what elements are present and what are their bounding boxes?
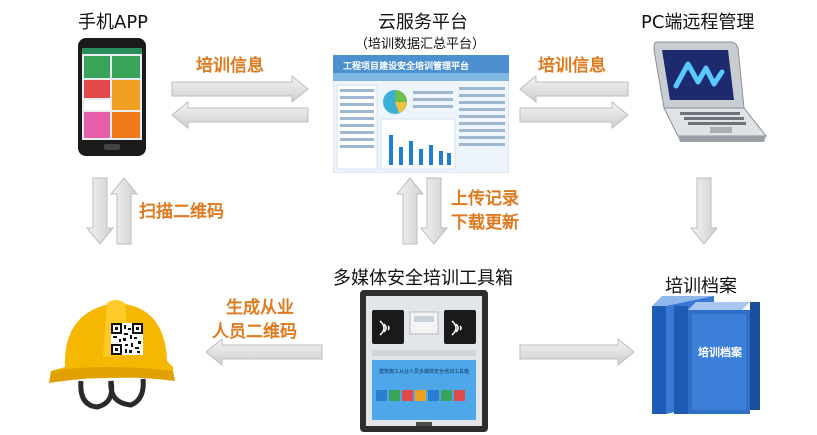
pc-title: PC端远程管理 bbox=[641, 12, 755, 33]
toolbox-title: 多媒体安全培训工具箱 bbox=[333, 268, 513, 289]
laptop-icon bbox=[648, 38, 768, 146]
app-title: 手机APP bbox=[78, 12, 149, 33]
dashboard-banner: 工程项目建设安全培训管理平台 bbox=[343, 62, 470, 72]
cloud-title: 云服务平台 bbox=[378, 12, 468, 33]
edge-label-generate-1: 生成从业 bbox=[226, 298, 294, 318]
archive-title: 培训档案 bbox=[665, 276, 737, 297]
arrow-app-to-cloud bbox=[171, 74, 309, 104]
arrow-app-down bbox=[85, 177, 115, 245]
qr-code-icon bbox=[111, 323, 143, 355]
archive-binder-icon: 培训档案 bbox=[652, 296, 764, 414]
helmet-icon bbox=[45, 287, 185, 417]
edge-label-generate-2: 人员二维码 bbox=[212, 322, 297, 342]
arrow-cloud-to-pc bbox=[519, 100, 629, 130]
edge-label-scan-qr: 扫描二维码 bbox=[139, 202, 224, 222]
arrow-toolbox-up bbox=[395, 177, 425, 245]
edge-label-download: 下载更新 bbox=[451, 213, 519, 233]
arrow-pc-to-cloud bbox=[519, 74, 629, 104]
edge-label-upload: 上传记录 bbox=[451, 189, 519, 209]
edge-label-pc-cloud: 培训信息 bbox=[538, 56, 606, 76]
cloud-subtitle: （培训数据汇总平台） bbox=[355, 37, 486, 52]
edge-label-app-cloud: 培训信息 bbox=[196, 56, 264, 76]
arrow-cloud-to-app bbox=[171, 100, 309, 130]
dashboard-icon: 工程项目建设安全培训管理平台 bbox=[333, 55, 509, 173]
arrow-toolbox-to-helmet bbox=[205, 337, 323, 367]
toolbox-icon: 建筑施工从业人员多媒体安全培训工具箱 bbox=[360, 290, 488, 432]
arrow-pc-down bbox=[689, 177, 719, 245]
arrow-cloud-down bbox=[419, 177, 449, 245]
archive-book-label: 培训档案 bbox=[698, 346, 742, 359]
phone-icon bbox=[78, 38, 146, 156]
toolbox-screen-text: 建筑施工从业人员多媒体安全培训工具箱 bbox=[378, 369, 469, 375]
arrow-app-up bbox=[109, 177, 139, 245]
arrow-toolbox-to-archive bbox=[519, 337, 635, 367]
